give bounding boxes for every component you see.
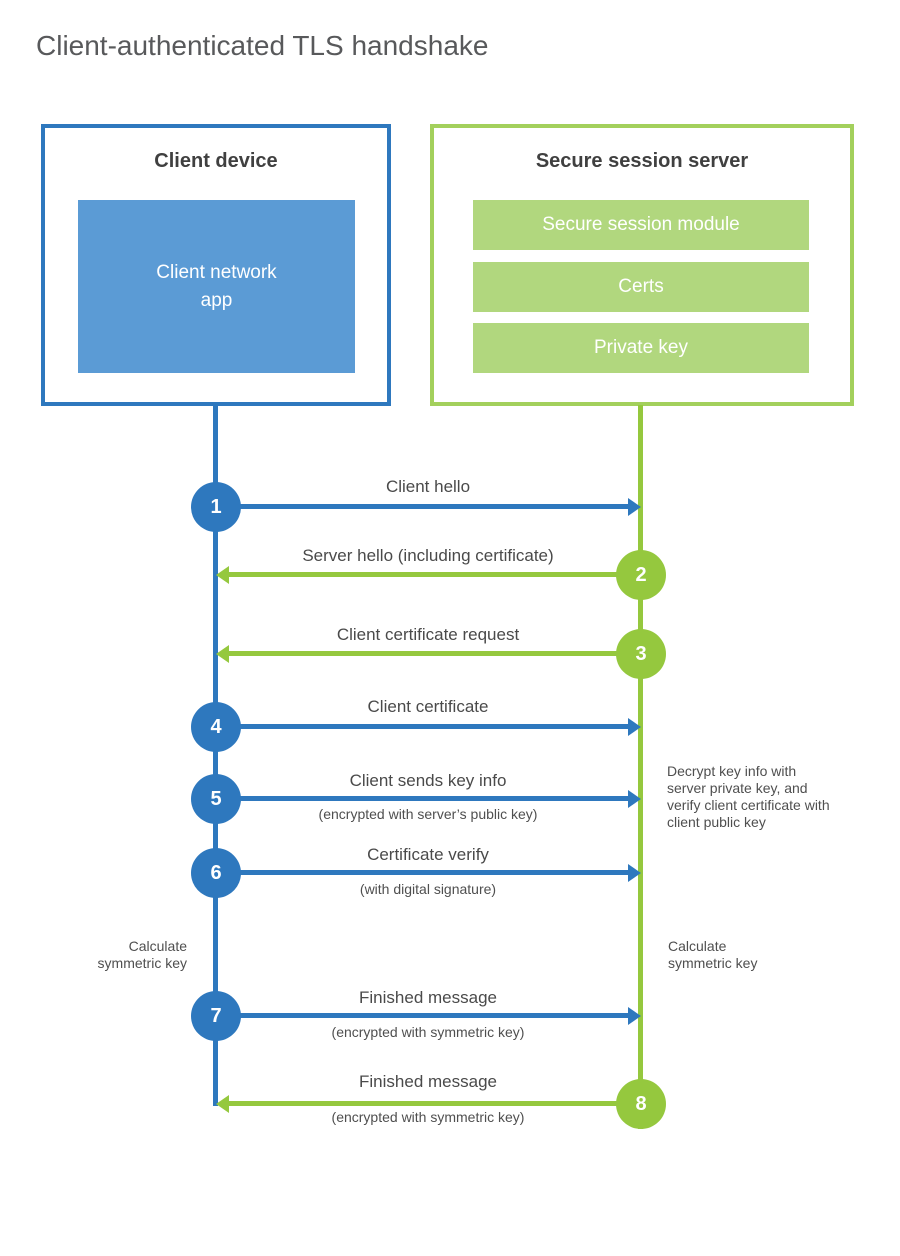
message-label-3: Client certificate request: [336, 625, 520, 644]
note-calc-right: Calculate symmetric key: [668, 938, 758, 971]
step-circle-6: 6: [191, 848, 241, 898]
message-label-5: Client sends key info: [349, 771, 507, 790]
client-network-app-label: Client network app: [156, 261, 277, 311]
client-device-heading: Client device: [154, 150, 278, 172]
message-label-4: Client certificate: [367, 697, 489, 716]
step-circle-5: 5: [191, 774, 241, 824]
step-circle-1: 1: [191, 482, 241, 532]
client-lifeline: [213, 405, 218, 1106]
note-calc-left: Calculate symmetric key: [97, 938, 187, 971]
step-circle-4: 4: [191, 702, 241, 752]
diagram-title: Client-authenticated TLS handshake: [36, 30, 489, 61]
message-sublabel-5: (encrypted with server’s public key): [318, 806, 538, 822]
message-arrow-1: [216, 504, 628, 509]
message-label-7: Finished message: [359, 988, 497, 1007]
server-heading: Secure session server: [535, 150, 749, 172]
message-arrow-5: [216, 796, 628, 801]
message-sublabel-6: (with digital signature): [359, 881, 497, 897]
server-module-bar-secure-session: Secure session module: [473, 200, 809, 250]
server-module-bar-certs: Certs: [473, 262, 809, 312]
message-label-8: Finished message: [359, 1072, 497, 1091]
step-circle-8: 8: [616, 1079, 666, 1129]
arrowhead-right-icon: [628, 864, 641, 882]
message-arrow-6: [216, 870, 628, 875]
arrowhead-right-icon: [628, 790, 641, 808]
step-circle-2: 2: [616, 550, 666, 600]
message-label-2: Server hello (including certificate): [302, 546, 554, 565]
message-arrow-8: [229, 1101, 641, 1106]
arrowhead-right-icon: [628, 718, 641, 736]
message-arrow-4: [216, 724, 628, 729]
message-arrow-3: [229, 651, 641, 656]
step-circle-7: 7: [191, 991, 241, 1041]
note-decrypt: Decrypt key info with server private key…: [667, 763, 830, 830]
message-sublabel-7: (encrypted with symmetric key): [331, 1024, 525, 1040]
message-arrow-2: [229, 572, 641, 577]
client-network-app-box: Client network app: [78, 200, 355, 373]
arrowhead-left-icon: [216, 1095, 229, 1113]
arrowhead-left-icon: [216, 645, 229, 663]
message-arrow-7: [216, 1013, 628, 1018]
arrowhead-right-icon: [628, 498, 641, 516]
message-sublabel-8: (encrypted with symmetric key): [331, 1109, 525, 1125]
step-circle-3: 3: [616, 629, 666, 679]
message-label-6: Certificate verify: [367, 845, 489, 864]
arrowhead-left-icon: [216, 566, 229, 584]
server-module-bar-private-key: Private key: [473, 323, 809, 373]
arrowhead-right-icon: [628, 1007, 641, 1025]
message-label-1: Client hello: [385, 477, 471, 496]
server-lifeline: [638, 405, 643, 1129]
